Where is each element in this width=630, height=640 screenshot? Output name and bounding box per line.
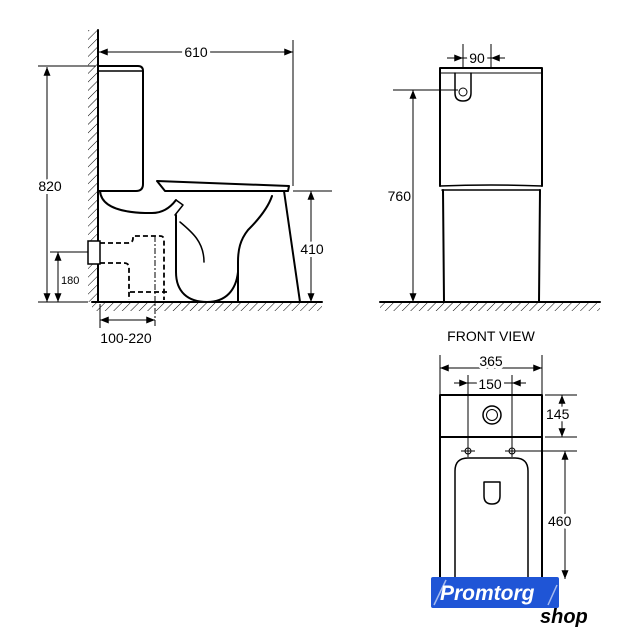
dimension-label: 90 [469, 50, 485, 66]
wall-pipe-opening [87, 240, 101, 265]
toilet-side-profile [97, 65, 301, 303]
logo-suffix-text: shop [540, 606, 588, 628]
promtorg-shop-logo: Promtorg shop [431, 577, 588, 628]
dimension-fixing-spacing: 150 [454, 373, 526, 457]
floor-hatching-left [92, 302, 322, 311]
dimension-fixing-to-front: 460 [515, 450, 577, 579]
dimension-label: 760 [388, 188, 412, 204]
dimension-button-offset: 90 [447, 44, 505, 69]
dimension-label: 150 [478, 376, 502, 392]
seat-opening [454, 457, 529, 579]
floor-left [91, 301, 323, 311]
bowl-front-outer [283, 190, 301, 303]
flush-button-icon [454, 72, 472, 102]
seat-front [439, 184, 543, 191]
wall-hatching [88, 30, 98, 302]
top-view: 365 150 [439, 350, 577, 579]
trap-upper-line [179, 221, 205, 263]
flush-button-inner [486, 409, 498, 421]
toilet-top-outline [439, 394, 543, 579]
side-view: 610 820 410 180 100-220 [35, 29, 332, 346]
bowl-rear-underside [99, 190, 177, 214]
logo-banner [431, 577, 559, 608]
body-left-side [442, 189, 445, 303]
logo-brand-text: Promtorg [440, 582, 535, 605]
front-elevation: 90 760 FRONT VIEW [379, 44, 601, 344]
seat [156, 180, 290, 192]
dimension-outlet-distance: 100-220 [99, 304, 155, 346]
dimension-label: 410 [300, 241, 324, 257]
logo-streak [547, 584, 558, 606]
hidden-outlet [100, 235, 168, 328]
dimension-label: 100-220 [100, 330, 152, 346]
flush-button-outer [482, 405, 502, 425]
view-title: FRONT VIEW [447, 328, 535, 344]
bowl-front-interior [237, 195, 273, 303]
trap-inlet [174, 199, 184, 216]
body-right-side [538, 189, 541, 303]
dimension-outlet-height: 180 [50, 251, 88, 302]
trap-u-bend [175, 214, 239, 303]
dimension-label: 365 [479, 353, 503, 369]
floor-right [379, 301, 601, 311]
dimension-overall-width: 365 [439, 350, 543, 395]
dimension-seat-height: 410 [293, 190, 332, 302]
dimension-label: 460 [548, 513, 572, 529]
hidden-wall-outlet [100, 262, 130, 300]
floor-hatching-right [380, 302, 600, 311]
dimension-tank-depth: 145 [543, 394, 577, 438]
dimension-label: 180 [61, 275, 79, 287]
fixing-point-left [461, 447, 475, 455]
dimension-overall-height: 820 [35, 65, 96, 303]
dimension-label: 610 [184, 44, 208, 60]
flush-button-inner [458, 87, 468, 97]
dimension-front-height: 760 [388, 89, 458, 302]
dimension-label: 145 [546, 406, 570, 422]
tank-outline [97, 65, 144, 192]
dimension-label: 820 [38, 178, 62, 194]
tank-top [439, 394, 543, 438]
dimension-overall-depth: 610 [99, 40, 294, 186]
logo-streak [433, 579, 447, 606]
bowl-outlet [483, 481, 501, 505]
